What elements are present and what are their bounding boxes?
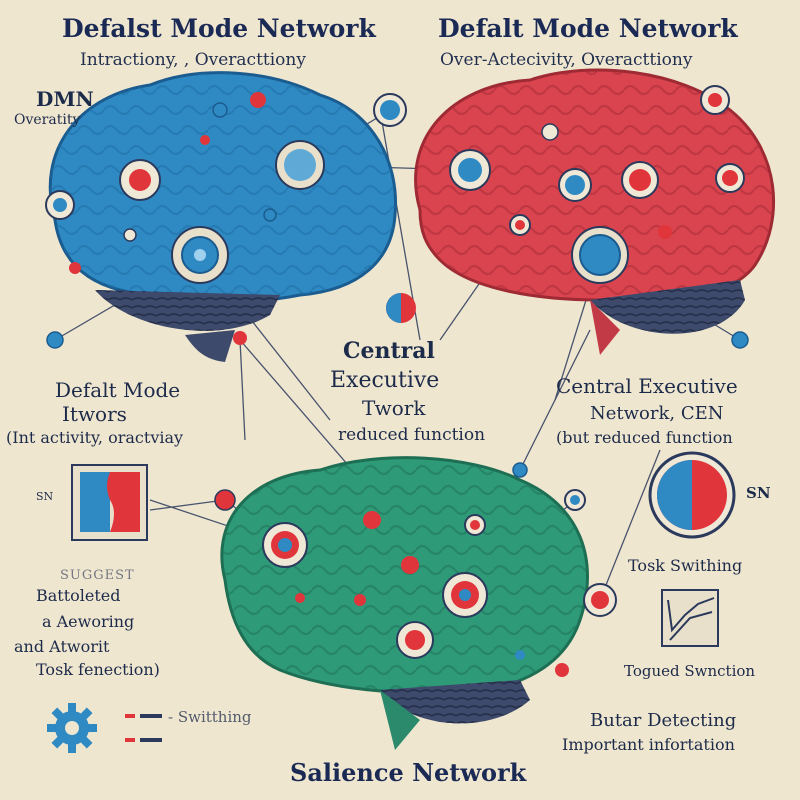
hub-node	[449, 149, 491, 191]
important-info-label: Important infortation	[562, 735, 735, 754]
node	[123, 228, 137, 242]
switch-dashes	[125, 714, 162, 742]
task-switching-label: Tosk Swithing	[628, 556, 743, 575]
right-block-line-1: Central Executive	[556, 374, 738, 398]
left-blurred-text: SUGGEST	[60, 568, 135, 583]
left-block-line-1: Defalt Mode	[55, 378, 181, 402]
hub-node	[171, 226, 229, 284]
node	[470, 520, 480, 530]
dmn-sublabel: Overatity	[14, 112, 81, 128]
node	[46, 331, 64, 349]
green-brain	[220, 456, 589, 750]
togued-swnction-label: Togued Swnction	[624, 662, 756, 680]
node	[233, 331, 247, 345]
node	[380, 100, 400, 120]
left-small-line-4: Tosk fenection)	[36, 660, 160, 679]
node	[515, 650, 525, 660]
node	[200, 135, 210, 145]
network-nodes	[45, 85, 749, 677]
node	[570, 495, 580, 505]
blue-brain	[48, 71, 398, 362]
node	[591, 591, 609, 609]
left-block-line-3: (Int activity, oractviay	[6, 428, 184, 447]
red-brain	[414, 68, 775, 355]
node	[565, 175, 585, 195]
node	[295, 593, 305, 603]
node	[214, 489, 236, 511]
node	[515, 220, 525, 230]
left-title: Defalst Mode Network	[62, 14, 376, 43]
node	[69, 262, 81, 274]
hub-node	[275, 140, 325, 190]
center-line-1: Central	[343, 338, 435, 364]
hub-node	[119, 159, 161, 201]
center-line-4: reduced function	[338, 425, 486, 445]
detecting-label: Butar Detecting	[590, 710, 737, 731]
node	[405, 630, 425, 650]
left-block-line-2: Itwors	[62, 402, 127, 426]
left-small-line-3: and Atworit	[14, 637, 110, 656]
gear-icon	[47, 703, 97, 753]
node	[263, 208, 277, 222]
node	[708, 93, 722, 107]
left-small-line-1: Battoleted	[36, 586, 121, 605]
node	[541, 123, 559, 141]
node	[354, 594, 366, 606]
center-line-3: Twork	[362, 396, 426, 420]
node	[363, 511, 381, 529]
switching-label: - Switthing	[168, 708, 252, 726]
half-circle-icon	[386, 293, 416, 323]
node	[722, 170, 738, 186]
hub-node	[571, 226, 629, 284]
pie-chart-icon	[648, 451, 736, 539]
right-block-line-2: Network, CEN	[590, 403, 724, 424]
dmn-label: DMN	[36, 87, 94, 111]
split-square-icon	[71, 464, 148, 541]
left-subtitle: Intractiony, , Overacttiony	[80, 50, 306, 70]
center-line-2: Executive	[330, 368, 440, 393]
node	[53, 198, 67, 212]
hub-node	[442, 572, 488, 618]
node	[212, 102, 228, 118]
node	[658, 225, 672, 239]
right-sn-label: SN	[746, 484, 771, 502]
hub-node	[262, 522, 308, 568]
salience-network-title: Salience Network	[290, 758, 527, 787]
line-chart-icon	[661, 589, 719, 647]
node	[512, 462, 528, 478]
node	[731, 331, 749, 349]
right-block-line-3: (but reduced function	[556, 428, 733, 447]
node	[629, 169, 651, 191]
node	[250, 92, 266, 108]
right-subtitle: Over-Actecivity, Overacttiony	[440, 50, 693, 70]
left-small-line-2: a Aeworing	[42, 612, 135, 631]
right-title: Defalt Mode Network	[438, 14, 738, 43]
left-sn-label: SN	[36, 490, 54, 503]
node	[401, 556, 419, 574]
node	[555, 663, 569, 677]
